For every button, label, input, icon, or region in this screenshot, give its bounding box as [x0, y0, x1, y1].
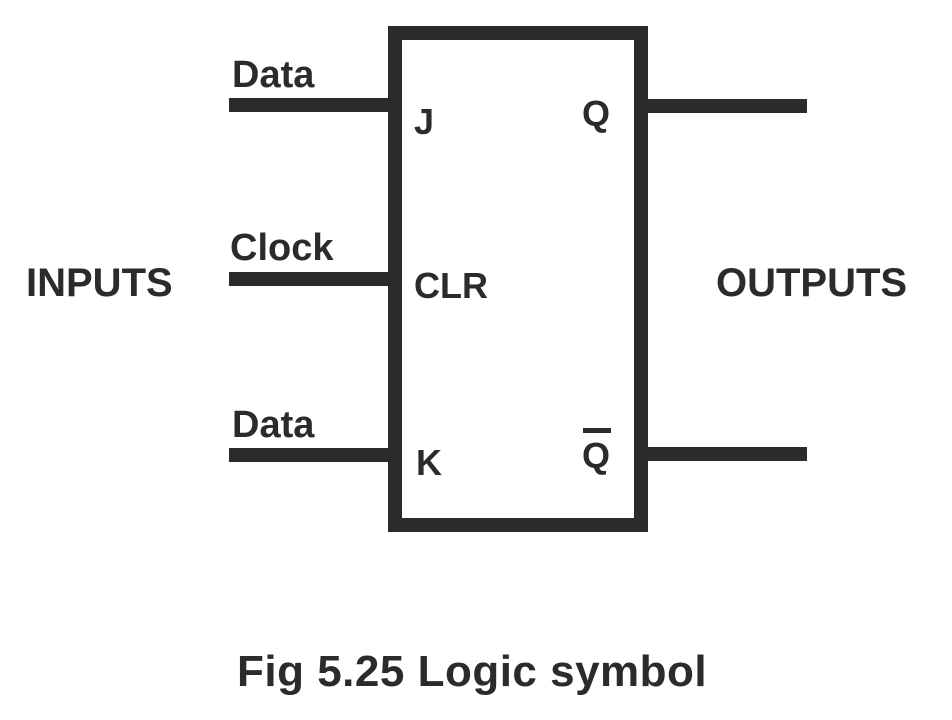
pin-j-label: J — [414, 101, 435, 142]
clock-input-wire — [229, 272, 391, 286]
k-input-wire — [229, 448, 391, 462]
j-input-wire — [229, 98, 391, 112]
k-wire-label: Data — [232, 404, 315, 446]
pin-clr-label: CLR — [414, 265, 488, 306]
q-bar-output-wire — [645, 447, 807, 461]
figure-caption: Fig 5.25 Logic symbol — [237, 647, 708, 696]
outputs-label: OUTPUTS — [716, 261, 908, 305]
flip-flop-block — [388, 26, 648, 532]
j-wire-label: Data — [232, 54, 315, 96]
inputs-label: INPUTS — [26, 261, 173, 305]
q-bar-overline — [583, 428, 611, 433]
clock-wire-label: Clock — [230, 227, 334, 269]
pin-q-bar-label: Q — [582, 435, 611, 476]
q-output-wire — [645, 99, 807, 113]
pin-k-label: K — [416, 442, 442, 483]
pin-q-label: Q — [582, 93, 611, 134]
